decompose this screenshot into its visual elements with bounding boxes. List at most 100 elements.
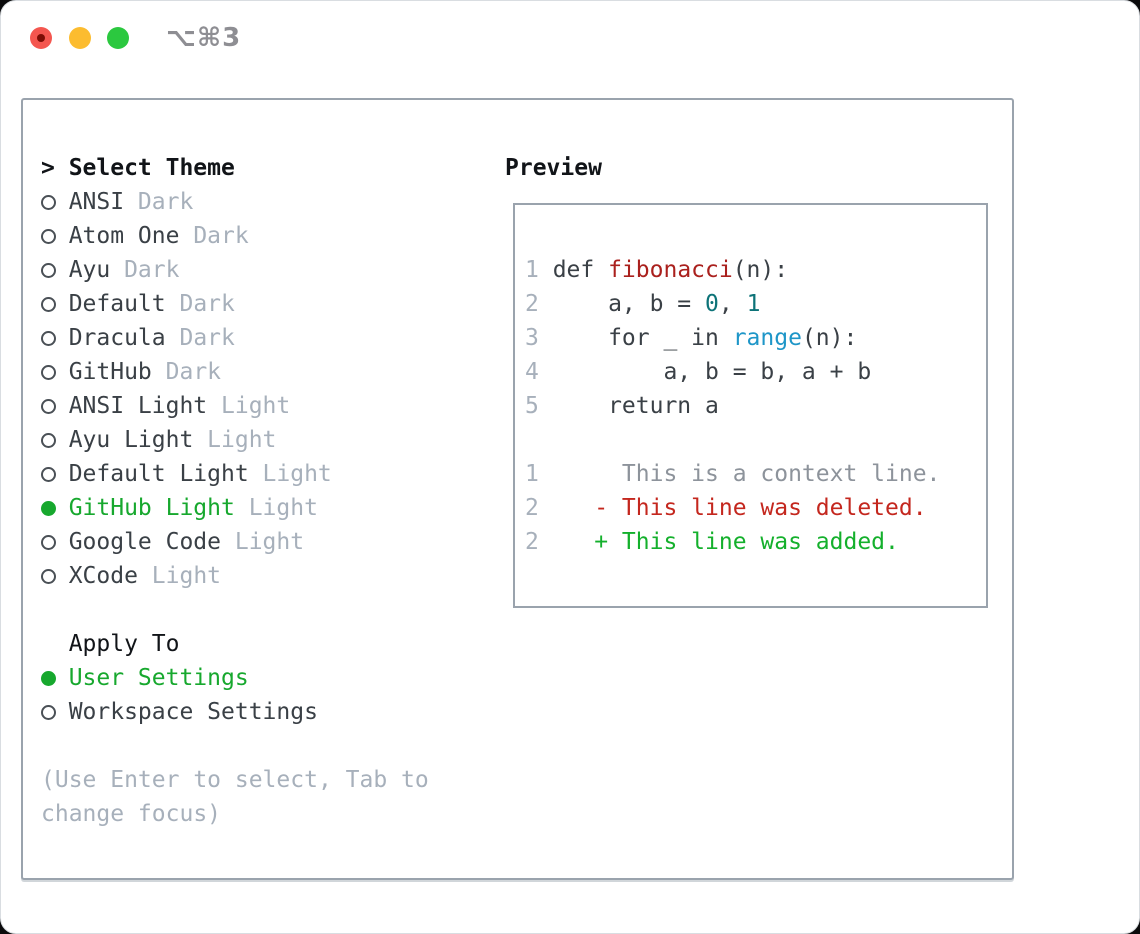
- line-number: 4: [525, 359, 539, 385]
- line-number: 2: [525, 529, 539, 555]
- theme-item-github-light[interactable]: GitHub Light Light: [41, 491, 332, 525]
- radio-unselected-icon: [41, 704, 69, 720]
- theme-variant-label: Dark: [165, 359, 222, 385]
- theme-item-xcode[interactable]: XCode Light: [41, 559, 332, 593]
- code-segment-plain: ,: [718, 291, 747, 317]
- radio-selected-icon: [41, 670, 69, 686]
- code-segment-function: fibonacci: [608, 257, 733, 283]
- theme-name-label: ANSI: [68, 189, 125, 215]
- code-line: 4 a, b = b, a + b: [525, 355, 986, 389]
- theme-name-label: Ayu: [68, 257, 111, 283]
- radio-unselected-icon: [41, 296, 69, 312]
- radio-unselected-icon: [41, 398, 69, 414]
- radio-selected-icon: [41, 500, 69, 516]
- theme-variant-label: Light: [248, 495, 318, 521]
- code-segment-plain: a, b = b, a + b: [552, 359, 872, 385]
- select-theme-header: > Select Theme: [41, 151, 332, 185]
- radio-unselected-icon: [41, 330, 69, 346]
- theme-name-label: Default Light: [68, 461, 249, 487]
- line-number: 3: [525, 325, 539, 351]
- code-line: 5 return a: [525, 389, 986, 423]
- theme-variant-label: Dark: [193, 223, 249, 249]
- theme-name-label: Ayu Light: [68, 427, 194, 453]
- theme-variant-label: Light: [151, 563, 222, 589]
- window-shortcut-label: ⌥⌘3: [166, 23, 242, 53]
- code-segment-number: 0: [705, 291, 719, 317]
- line-number: 1: [525, 257, 539, 283]
- line-number: 5: [525, 393, 539, 419]
- code-segment-plain: (n):: [801, 325, 858, 351]
- code-line: 3 for _ in range(n):: [525, 321, 986, 355]
- theme-item-ansi[interactable]: ANSI Dark: [41, 185, 332, 219]
- theme-item-atom-one[interactable]: Atom One Dark: [41, 219, 332, 253]
- footer-hint: (Use Enter to select, Tab to change focu…: [41, 767, 429, 827]
- apply-option-workspace-settings[interactable]: Workspace Settings: [41, 695, 318, 729]
- apply-option-user-settings[interactable]: User Settings: [41, 661, 318, 695]
- close-button[interactable]: [30, 27, 52, 49]
- radio-unselected-icon: [41, 262, 69, 278]
- code-line: 2 a, b = 0, 1: [525, 287, 986, 321]
- theme-name-label: Atom One: [68, 223, 180, 249]
- theme-name-label: XCode: [68, 563, 138, 589]
- theme-item-ayu-light[interactable]: Ayu Light Light: [41, 423, 332, 457]
- theme-variant-label: Dark: [137, 189, 194, 215]
- code-segment-plain: for _ in: [552, 325, 733, 351]
- theme-name-label: Default: [68, 291, 166, 317]
- theme-variant-label: Dark: [179, 325, 235, 351]
- theme-item-google-code[interactable]: Google Code Light: [41, 525, 332, 559]
- radio-unselected-icon: [41, 228, 69, 244]
- theme-name-label: Dracula: [68, 325, 166, 351]
- code-segment-plain: a, b =: [552, 291, 706, 317]
- code-line: 2 - This line was deleted.: [525, 491, 986, 525]
- preview-header: Preview: [505, 155, 602, 181]
- theme-item-github[interactable]: GitHub Dark: [41, 355, 332, 389]
- radio-unselected-icon: [41, 364, 69, 380]
- record-dot-icon: [37, 34, 45, 42]
- apply-option-label: User Settings: [68, 665, 249, 691]
- theme-variant-label: Light: [207, 427, 277, 453]
- line-number: 1: [525, 461, 539, 487]
- apply-to-header: Apply To: [41, 627, 318, 661]
- radio-unselected-icon: [41, 534, 69, 550]
- zoom-button[interactable]: [107, 27, 129, 49]
- theme-name-label: Google Code: [68, 529, 222, 555]
- code-segment-plain: def: [552, 257, 609, 283]
- code-segment-builtin: range: [732, 325, 802, 351]
- code-segment-context: This is a context line.: [552, 461, 941, 487]
- theme-name-label: GitHub: [68, 359, 152, 385]
- line-number: 2: [525, 291, 539, 317]
- line-number: 2: [525, 495, 539, 521]
- theme-variant-label: Dark: [179, 291, 235, 317]
- radio-unselected-icon: [41, 432, 69, 448]
- theme-item-dracula[interactable]: Dracula Dark: [41, 321, 332, 355]
- theme-variant-label: Light: [262, 461, 332, 487]
- theme-item-default-light[interactable]: Default Light Light: [41, 457, 332, 491]
- code-segment-number: 1: [746, 291, 761, 317]
- code-line: 1 This is a context line.: [525, 457, 986, 491]
- selection-prompt-icon: >: [41, 155, 55, 181]
- code-segment-deleted: - This line was deleted.: [552, 495, 927, 521]
- select-theme-title: Select Theme: [68, 155, 235, 181]
- radio-unselected-icon: [41, 466, 69, 482]
- code-line: 2 + This line was added.: [525, 525, 986, 559]
- radio-unselected-icon: [41, 568, 69, 584]
- theme-item-default[interactable]: Default Dark: [41, 287, 332, 321]
- theme-variant-label: Light: [234, 529, 305, 555]
- code-segment-added: + This line was added.: [552, 529, 899, 555]
- apply-option-label: Workspace Settings: [68, 699, 318, 725]
- window-titlebar: ⌥⌘3: [1, 1, 1139, 77]
- code-line: [525, 423, 986, 457]
- minimize-button[interactable]: [69, 27, 91, 49]
- code-segment-plain: return a: [552, 393, 719, 419]
- theme-name-label: GitHub Light: [68, 495, 235, 521]
